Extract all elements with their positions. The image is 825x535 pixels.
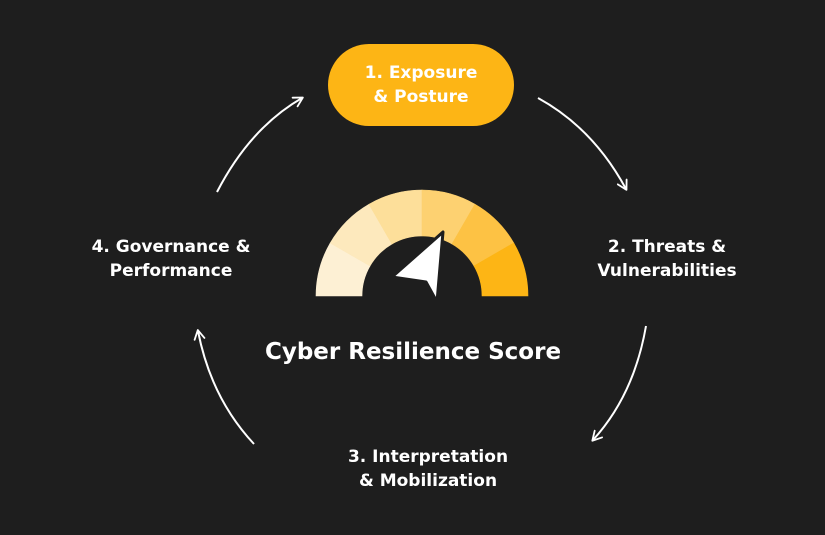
step-interpretation-mobilization: 3. Interpretation & Mobilization (330, 445, 526, 493)
gauge-segment-6 (473, 242, 529, 297)
step-1-line-2: & Posture (373, 87, 469, 107)
arrow-4-to-1 (216, 96, 304, 193)
step-4-line-1: 4. Governance & (91, 237, 251, 257)
step-1-line-1: 1. Exposure (364, 63, 478, 83)
step-2-line-1: 2. Threats & (607, 237, 727, 257)
step-3-line-2: & Mobilization (358, 471, 498, 491)
step-threats-vulnerabilities: 2. Threats & Vulnerabilities (582, 235, 752, 283)
arrow-2-to-3 (591, 325, 647, 442)
step-2-line-2: Vulnerabilities (597, 261, 737, 281)
arrow-3-to-4 (193, 329, 255, 445)
step-4-line-2: Performance (109, 261, 233, 281)
step-exposure-posture: 1. Exposure & Posture (328, 44, 514, 126)
gauge-segments (315, 189, 529, 297)
arrow-1-to-2 (537, 97, 628, 191)
step-governance-performance: 4. Governance & Performance (78, 235, 264, 283)
center-title: Cyber Resilience Score (264, 339, 562, 365)
step-3-line-1: 3. Interpretation (347, 447, 509, 467)
cursor-arrow-icon (390, 230, 445, 304)
